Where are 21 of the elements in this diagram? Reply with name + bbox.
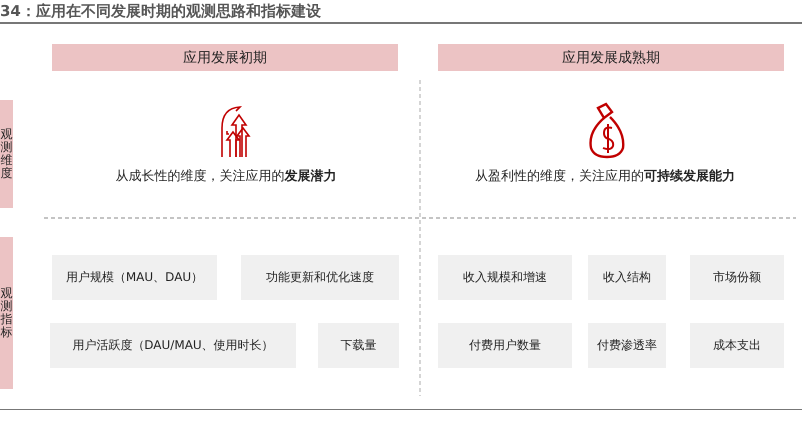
box-label: 用户活跃度（DAU/MAU、使用时长） (72, 337, 274, 354)
category-band (0, 237, 13, 389)
box-label: 用户规模（MAU、DAU） (66, 269, 204, 286)
band-label: 观测维度 (0, 128, 12, 180)
box-label: 收入结构 (603, 269, 651, 286)
box-label: 收入规模和增速 (463, 269, 547, 286)
description-text: 从成长性的维度，关注应用的发展潜力 (114, 168, 338, 185)
box-label: 付费用户数量 (469, 337, 541, 354)
description-text: 从盈利性的维度，关注应用的可持续发展能力 (474, 168, 736, 185)
stage-header (52, 44, 398, 71)
box-label: 下载量 (340, 337, 376, 354)
title: 34：应用在不同发展时期的观测思路和指标建设 (0, 2, 321, 21)
box-label: 市场份额 (713, 269, 761, 286)
box-label: 功能更新和优化速度 (266, 269, 374, 286)
box-label: 付费渗透率 (597, 337, 657, 354)
box-label: 成本支出 (713, 337, 761, 354)
category-band (0, 100, 13, 208)
stage-header (438, 44, 784, 71)
box-label: 应用发展初期 (183, 48, 267, 66)
box-label: 应用发展成熟期 (562, 48, 660, 66)
band-label: 观测指标 (0, 286, 12, 340)
